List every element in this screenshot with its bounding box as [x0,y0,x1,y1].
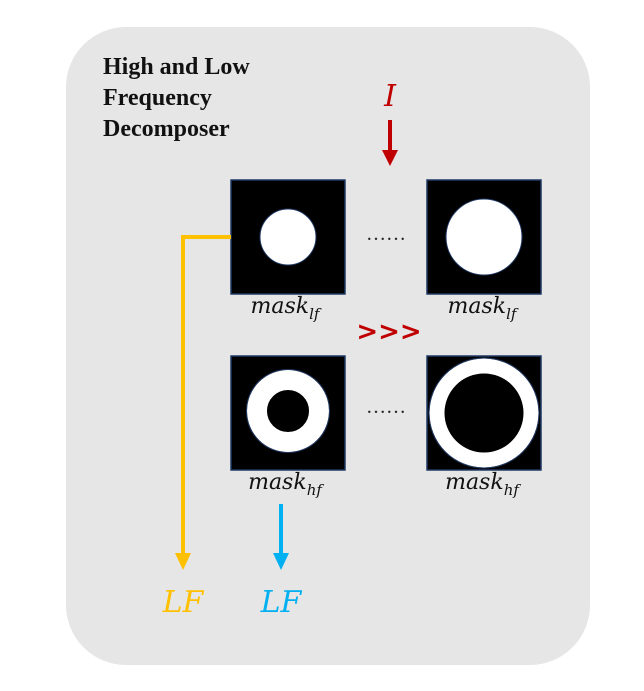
input-arrow [382,120,398,166]
mask-lf-label-right: masklf [448,294,519,323]
mask-lf-small [230,179,346,295]
mask-hf-large [426,355,542,471]
hf-arrow [273,504,289,570]
mask-lf-label-left: masklf [251,294,322,323]
mask-hf-label-right-base: mask [445,470,504,495]
mask-lf-label-right-base: mask [448,294,507,319]
mask-hf-label-right: maskhf [445,470,521,499]
mask-lf-label-right-sub: lf [506,305,519,323]
mask-hf-small [230,355,346,471]
mask-hf-label-right-sub: hf [504,481,522,499]
title-line-3: Decomposer [103,116,230,142]
mask-lf-label-left-sub: lf [309,305,322,323]
decomposer-panel [66,27,590,665]
ellipsis-hf: …… [366,396,406,418]
output-hf-label: LF [260,585,303,620]
title-line-1: High and Low [103,54,250,80]
mask-lf-label-left-base: mask [251,294,310,319]
input-label: I [383,79,397,114]
title-line-2: Frequency [103,85,212,111]
lf-arrow [175,235,231,570]
mask-hf-label-left: maskhf [248,470,324,499]
mask-lf-large [426,179,542,295]
mask-hf-label-left-base: mask [248,470,307,495]
ellipsis-lf: …… [366,223,406,245]
panel-title: High and Low Frequency Decomposer [103,52,303,145]
order-marker: >>> [356,317,421,347]
output-lf-label: LF [162,585,205,620]
mask-hf-label-left-sub: hf [307,481,325,499]
